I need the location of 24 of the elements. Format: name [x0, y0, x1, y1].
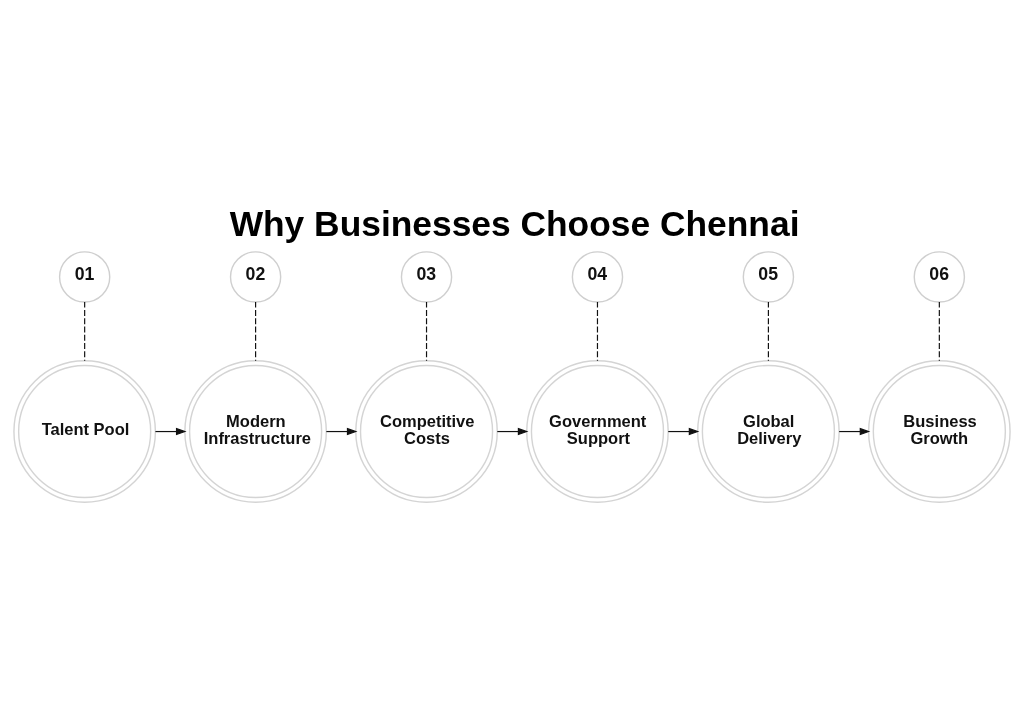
arrow [667, 427, 700, 436]
node-circle: 03 [400, 251, 453, 303]
node-circle: Global Delivery [696, 360, 840, 503]
connector [425, 301, 428, 362]
node-circle: Competitive Costs [355, 360, 498, 503]
node-circle: 01 [58, 251, 111, 303]
arrow [154, 427, 187, 436]
connector [84, 301, 86, 362]
connector [938, 301, 940, 362]
arrow [496, 427, 529, 436]
arrow [838, 427, 871, 436]
node-circle: Modern Infrastructure [184, 360, 328, 503]
connector [255, 301, 257, 362]
arrow [325, 427, 358, 436]
node-circle: Business Growth [867, 360, 1011, 503]
node-circle: Government Support [526, 360, 669, 503]
node-circle: 05 [742, 251, 795, 303]
node-circle: 04 [571, 251, 624, 303]
connector [767, 301, 769, 362]
diagram-title: Why Businesses Choose Chennai [229, 203, 800, 243]
node-circle: 06 [913, 251, 966, 303]
node-circle: Talent Pool [13, 360, 157, 503]
node-circle: 02 [229, 251, 282, 303]
connector [596, 301, 599, 362]
